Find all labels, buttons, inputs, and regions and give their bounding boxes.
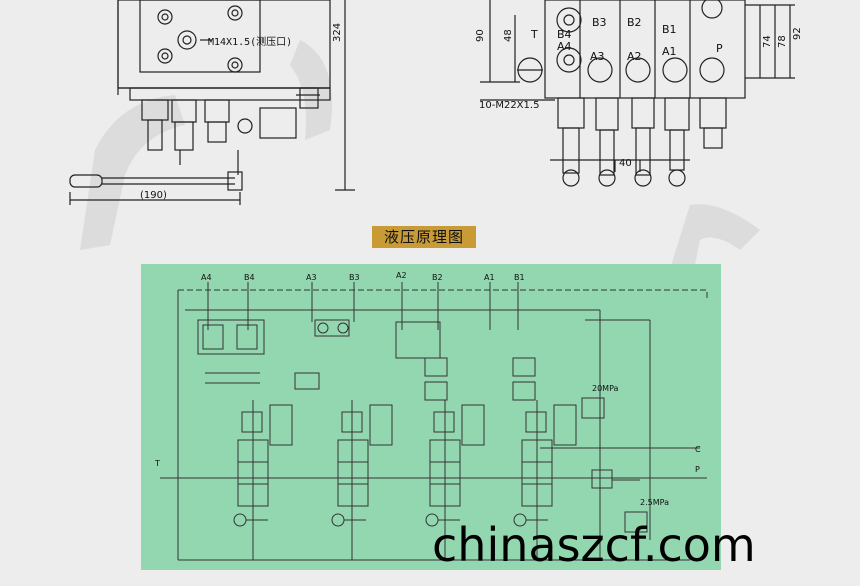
dim-40: 40 (619, 158, 632, 169)
schem-port-b4: B4 (244, 273, 255, 282)
valve-section-3 (395, 321, 485, 560)
valve-section-1 (197, 319, 293, 560)
schematic-panel (141, 264, 721, 570)
section-title: 液压原理图 (372, 226, 476, 248)
port-label-b2: B2 (627, 16, 642, 29)
side-view-drawing (69, 0, 355, 205)
front-view-dimensions: 90 48 74 78 92 40 10-M22X1.5 (475, 27, 803, 169)
schematic-lines (160, 282, 708, 561)
port-label-b3: B3 (592, 16, 607, 29)
schem-label-c: C (695, 445, 701, 454)
schem-label-t: T (154, 459, 160, 468)
dim-92: 92 (792, 27, 803, 40)
port-label-a2: A2 (627, 50, 642, 63)
schematic-labels: A4 B4 A3 B3 A2 B2 A1 B1 T P C 20MPa 2.5M… (154, 271, 701, 507)
dim-78: 78 (777, 35, 788, 48)
port-label-p: P (716, 42, 723, 55)
dim-48: 48 (503, 29, 514, 42)
dim-74: 74 (762, 35, 773, 48)
dim-height-label: 324 (332, 23, 343, 42)
port-label-a4: A4 (557, 40, 572, 53)
schem-label-p: P (695, 465, 700, 474)
schem-port-a1: A1 (484, 273, 495, 282)
schem-port-a4: A4 (201, 273, 212, 282)
port-label-a1: A1 (662, 45, 677, 58)
port-label-t: T (530, 28, 538, 41)
schem-port-a2: A2 (396, 271, 407, 280)
dim-handle-label: (190) (140, 190, 167, 201)
schem-port-a3: A3 (306, 273, 317, 282)
port-label-b4: B4 (557, 28, 572, 41)
port-label: M14X1.5(测压口) (208, 35, 292, 48)
schem-relief-main: 20MPa (592, 384, 619, 393)
port-label-b1: B1 (662, 23, 677, 36)
valve-section-4 (512, 357, 577, 560)
port-label-a3: A3 (590, 50, 605, 63)
relief-valves (581, 397, 648, 533)
schem-relief-pilot: 2.5MPa (640, 498, 669, 507)
thread-note: 10-M22X1.5 (479, 100, 539, 111)
valve-section-2 (294, 319, 393, 560)
front-view-port-labels: B3 B2 B1 T B4 A4 A3 A2 A1 P (530, 16, 723, 63)
schem-port-b1: B1 (514, 273, 525, 282)
dim-90: 90 (475, 29, 486, 42)
schem-port-b3: B3 (349, 273, 360, 282)
brush-watermark (80, 40, 760, 290)
site-watermark: chinaszcf.com (432, 518, 756, 572)
schem-port-b2: B2 (432, 273, 443, 282)
front-view-drawing (480, 0, 795, 187)
